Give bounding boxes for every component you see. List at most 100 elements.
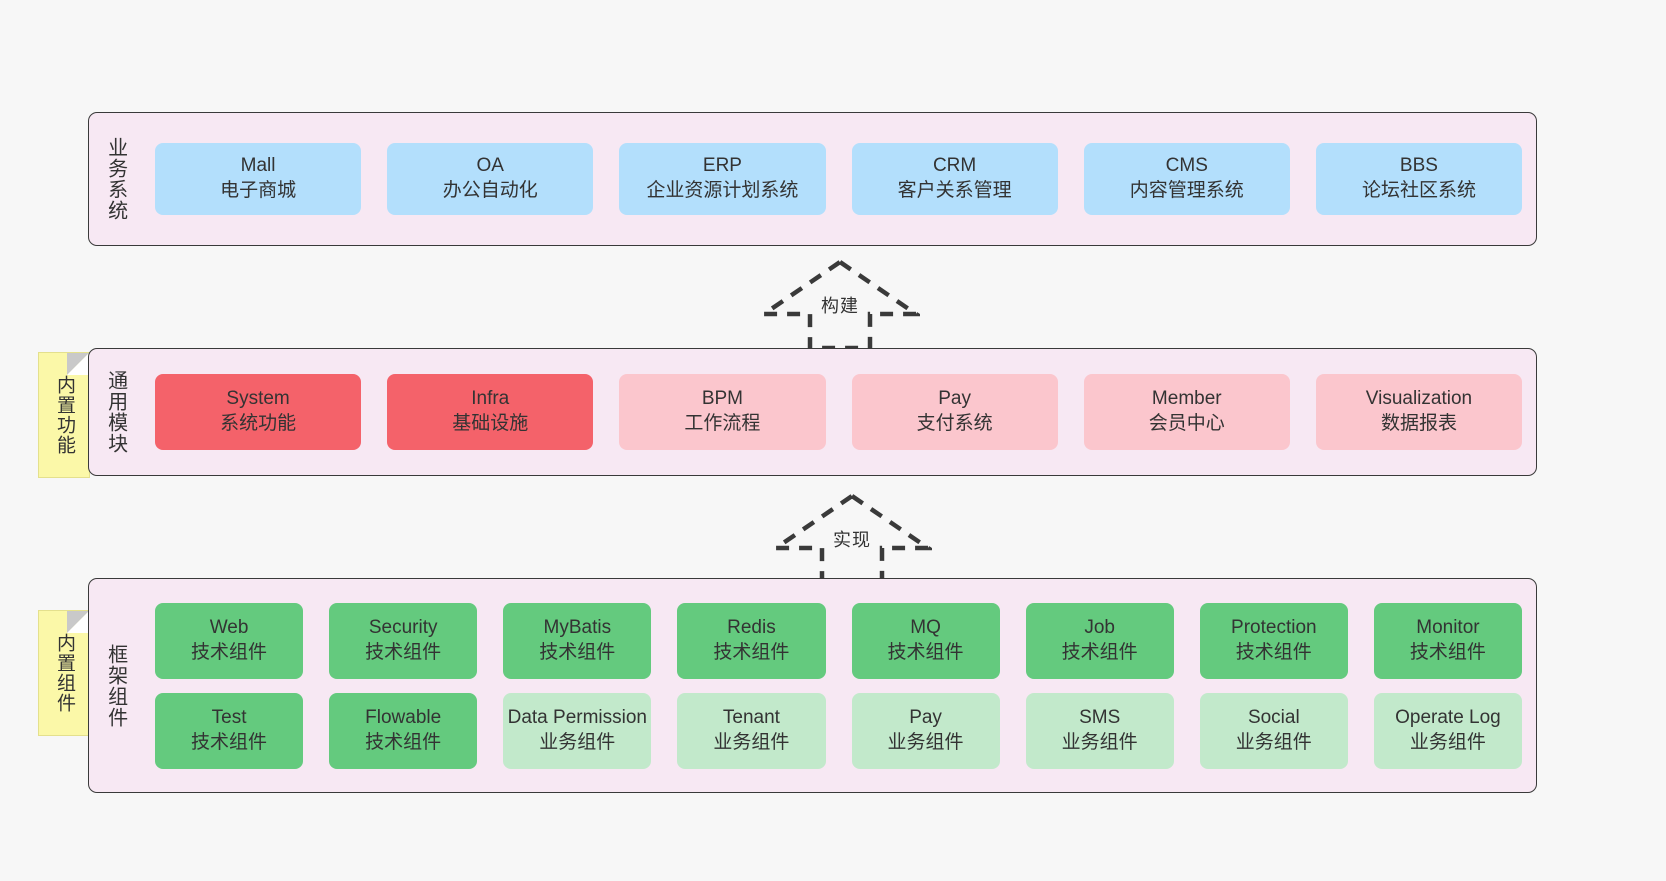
- card-social[interactable]: Social 业务组件: [1199, 692, 1348, 769]
- card-row: Web 技术组件 Security 技术组件 MyBatis 技术组件 Redi…: [155, 602, 1522, 679]
- card-test[interactable]: Test 技术组件: [155, 692, 304, 769]
- card-title-cn: 会员中心: [1148, 413, 1225, 434]
- card-bpm[interactable]: BPM 工作流程: [619, 374, 826, 450]
- card-oa[interactable]: OA 办公自动化: [387, 143, 594, 215]
- card-mall[interactable]: Mall 电子商城: [155, 143, 362, 215]
- card-title-en: Security: [368, 616, 438, 638]
- layer-body-common-module: System 系统功能 Infra 基础设施 BPM 工作流程 Pay 支付系统…: [141, 349, 1536, 475]
- note-text: 内置功能: [54, 375, 76, 455]
- card-title-cn: 业务组件: [887, 731, 964, 753]
- card-bbs[interactable]: BBS 论坛社区系统: [1315, 143, 1523, 215]
- card-title-cn: 办公自动化: [442, 180, 538, 201]
- note-builtin-function: 内置功能: [38, 352, 90, 478]
- card-mq[interactable]: MQ 技术组件: [851, 602, 1000, 679]
- card-security[interactable]: Security 技术组件: [329, 602, 478, 679]
- card-title-cn: 业务组件: [1061, 731, 1138, 753]
- card-title-cn: 技术组件: [365, 731, 442, 753]
- card-title-en: Tenant: [722, 706, 780, 728]
- card-row: Mall 电子商城 OA 办公自动化 ERP 企业资源计划系统 CRM 客户关系…: [155, 143, 1523, 215]
- card-title-en: Mall: [240, 155, 276, 177]
- card-title-cn: 业务组件: [539, 731, 616, 753]
- card-redis[interactable]: Redis 技术组件: [677, 602, 826, 679]
- card-member[interactable]: Member 会员中心: [1083, 374, 1290, 450]
- card-title-cn: 工作流程: [684, 413, 761, 434]
- card-title-en: MyBatis: [543, 616, 612, 638]
- card-title-en: SMS: [1079, 706, 1121, 728]
- layer-body-business-system: Mall 电子商城 OA 办公自动化 ERP 企业资源计划系统 CRM 客户关系…: [141, 113, 1536, 245]
- card-row: System 系统功能 Infra 基础设施 BPM 工作流程 Pay 支付系统…: [155, 374, 1523, 450]
- card-cms[interactable]: CMS 内容管理系统: [1083, 143, 1290, 215]
- card-tenant[interactable]: Tenant 业务组件: [677, 692, 826, 769]
- card-operate-log[interactable]: Operate Log 业务组件: [1373, 692, 1522, 769]
- arrow-label-build: 构建: [821, 296, 859, 316]
- card-title-cn: 基础设施: [452, 413, 529, 434]
- card-title-cn: 技术组件: [1235, 641, 1312, 663]
- card-title-en: Redis: [727, 616, 776, 638]
- card-protection[interactable]: Protection 技术组件: [1199, 602, 1348, 679]
- arrow-realize: 实现: [772, 492, 932, 584]
- card-visualization[interactable]: Visualization 数据报表: [1315, 374, 1523, 450]
- card-sms[interactable]: SMS 业务组件: [1025, 692, 1174, 769]
- card-title-cn: 技术组件: [191, 641, 268, 663]
- layer-title-framework-component: 框架组件: [104, 643, 127, 728]
- card-title-cn: 内容管理系统: [1129, 180, 1244, 201]
- dashed-up-arrow-icon: [760, 259, 920, 350]
- layer-title-business-system: 业务系统: [104, 137, 127, 221]
- card-erp[interactable]: ERP 企业资源计划系统: [619, 143, 826, 215]
- card-title-en: CMS: [1165, 155, 1208, 177]
- card-infra[interactable]: Infra 基础设施: [387, 374, 594, 450]
- card-crm[interactable]: CRM 客户关系管理: [851, 143, 1058, 215]
- card-title-en: Monitor: [1416, 616, 1480, 638]
- card-title-en: Test: [211, 706, 247, 728]
- card-title-cn: 系统功能: [220, 413, 297, 434]
- card-title-en: CRM: [932, 155, 977, 177]
- card-title-en: BBS: [1399, 155, 1438, 177]
- card-title-cn: 技术组件: [713, 641, 790, 663]
- card-title-en: Protection: [1231, 616, 1317, 638]
- layer-body-framework-component: Web 技术组件 Security 技术组件 MyBatis 技术组件 Redi…: [141, 579, 1536, 792]
- note-builtin-component: 内置组件: [38, 610, 90, 736]
- card-title-cn: 电子商城: [220, 180, 297, 201]
- card-title-en: Flowable: [365, 706, 442, 728]
- card-title-cn: 业务组件: [1235, 731, 1312, 753]
- card-web[interactable]: Web 技术组件: [155, 602, 304, 679]
- card-title-en: Operate Log: [1395, 706, 1501, 728]
- card-title-en: Member: [1151, 388, 1222, 410]
- card-title-en: Data Permission: [507, 706, 647, 728]
- card-title-cn: 客户关系管理: [897, 180, 1012, 201]
- card-title-cn: 技术组件: [1061, 641, 1138, 663]
- card-title-cn: 技术组件: [191, 731, 268, 753]
- card-pay[interactable]: Pay 支付系统: [851, 374, 1058, 450]
- card-system[interactable]: System 系统功能: [155, 374, 362, 450]
- card-title-cn: 技术组件: [539, 641, 616, 663]
- arrow-build: 构建: [760, 258, 920, 350]
- card-title-en: Pay: [938, 388, 971, 410]
- card-title-cn: 企业资源计划系统: [646, 180, 799, 201]
- card-title-en: BPM: [701, 388, 744, 410]
- layer-title-common-module: 通用模块: [104, 370, 127, 454]
- card-title-cn: 数据报表: [1380, 413, 1457, 434]
- card-title-cn: 论坛社区系统: [1361, 180, 1476, 201]
- layer-framework-component: 框架组件 Web 技术组件 Security 技术组件 MyBatis 技术组件…: [88, 578, 1537, 793]
- card-title-cn: 技术组件: [887, 641, 964, 663]
- card-title-en: System: [226, 388, 290, 410]
- card-row: Test 技术组件 Flowable 技术组件 Data Permission …: [155, 692, 1522, 769]
- card-title-cn: 技术组件: [1409, 641, 1486, 663]
- card-mybatis[interactable]: MyBatis 技术组件: [503, 602, 652, 679]
- card-title-cn: 业务组件: [713, 731, 790, 753]
- dashed-up-arrow-icon: [772, 493, 932, 584]
- card-pay-business[interactable]: Pay 业务组件: [851, 692, 1000, 769]
- card-monitor[interactable]: Monitor 技术组件: [1373, 602, 1522, 679]
- arrow-label-realize: 实现: [833, 530, 871, 550]
- card-title-en: Web: [209, 616, 249, 638]
- card-data-permission[interactable]: Data Permission 业务组件: [503, 692, 652, 769]
- card-job[interactable]: Job 技术组件: [1025, 602, 1174, 679]
- card-title-cn: 支付系统: [916, 413, 993, 434]
- card-title-en: Social: [1247, 706, 1300, 728]
- card-title-en: ERP: [702, 155, 742, 177]
- note-text: 内置组件: [54, 633, 76, 713]
- card-title-cn: 技术组件: [365, 641, 442, 663]
- card-title-en: Visualization: [1365, 388, 1473, 410]
- card-flowable[interactable]: Flowable 技术组件: [329, 692, 478, 769]
